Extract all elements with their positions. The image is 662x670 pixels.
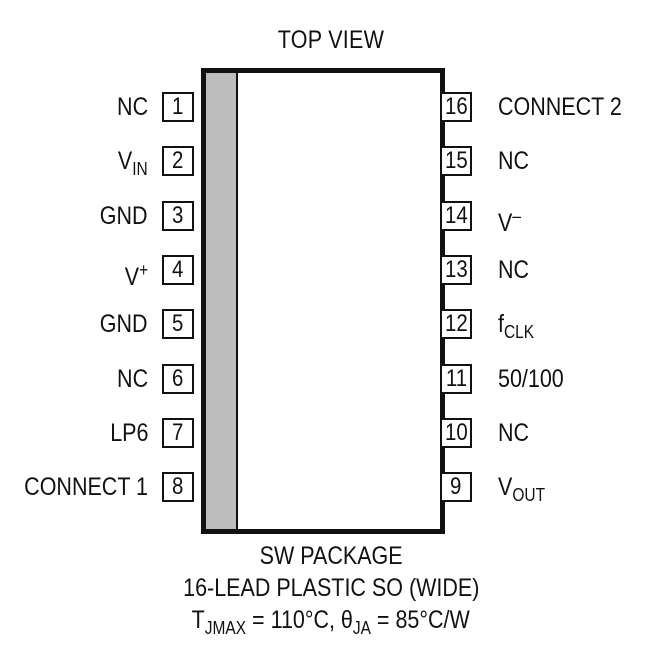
left-pin-box: 5	[162, 309, 194, 339]
right-pin-label: NC	[498, 255, 529, 285]
pin-label-text: V	[118, 147, 133, 175]
left-pin-box: 6	[162, 364, 194, 394]
left-pin-box: 3	[162, 201, 194, 231]
pin-label-subscript: IN	[132, 159, 148, 179]
right-pin-box: 13	[440, 255, 472, 285]
pin-number: 1	[172, 93, 184, 120]
pin-label-text: V	[498, 209, 513, 237]
pin-number: 2	[172, 147, 184, 174]
right-pin-label: fCLK	[498, 309, 534, 347]
pin-number: 6	[172, 365, 184, 392]
right-pin-box: 16	[440, 92, 472, 122]
pin-label-text: NC	[498, 147, 530, 175]
right-pin-box: 11	[440, 364, 472, 394]
pin-number: 7	[172, 419, 184, 446]
pin-number: 4	[172, 256, 184, 283]
pin-number: 11	[445, 365, 467, 392]
tjmax-symbol: T	[191, 606, 206, 634]
right-pin-label: NC	[498, 146, 529, 176]
caption-thermal: TJMAX = 110°C, θJA = 85°C/W	[0, 606, 662, 639]
left-pin-label: LP6	[110, 418, 148, 448]
pin-number: 12	[444, 310, 468, 337]
right-pin-box: 10	[440, 418, 472, 448]
pin-label-text: NC	[498, 256, 530, 284]
caption-lead-text: 16-LEAD PLASTIC SO (WIDE)	[182, 574, 480, 602]
pin-label-text: 50/100	[498, 365, 564, 393]
pin-label-text: NC	[116, 93, 148, 121]
pin-number: 3	[172, 202, 184, 229]
pin-label-text: V	[498, 473, 513, 501]
right-pin-box: 9	[440, 472, 472, 502]
pin-label-text: CONNECT 1	[24, 473, 148, 501]
pin-label-superscript: +	[138, 260, 148, 280]
right-pin-label: 50/100	[498, 364, 564, 394]
pin-label-subscript: CLK	[503, 322, 535, 342]
right-pin-label: VOUT	[498, 472, 545, 510]
pin-number: 15	[444, 147, 468, 174]
pin-label-text: NC	[498, 419, 530, 447]
ic-package-body	[201, 68, 445, 534]
right-pin-box: 15	[440, 146, 472, 176]
pin-number: 16	[444, 93, 468, 120]
caption-package-text: SW PACKAGE	[259, 542, 403, 570]
pin-label-text: V	[124, 263, 139, 291]
left-pin-label: NC	[117, 364, 148, 394]
pin-label-text: CONNECT 2	[498, 93, 622, 121]
pin-number: 13	[444, 256, 468, 283]
left-pin-box: 4	[162, 255, 194, 285]
pin-label-text: f	[498, 310, 504, 338]
left-pin-label: V+	[125, 255, 148, 292]
right-pin-label: NC	[498, 418, 529, 448]
pin-label-text: GND	[100, 202, 148, 230]
theta-symbol: θ	[341, 606, 354, 634]
pin1-indicator-stripe	[206, 73, 238, 529]
right-pin-box: 14	[440, 201, 472, 231]
pin-label-text: NC	[116, 365, 148, 393]
left-pin-box: 1	[162, 92, 194, 122]
pin-label-text: LP6	[109, 419, 148, 447]
left-pin-label: VIN	[118, 146, 148, 184]
theta-value: = 85°C/W	[371, 606, 471, 634]
tjmax-subscript: JMAX	[205, 618, 247, 638]
left-pin-label: CONNECT 1	[24, 472, 148, 502]
right-pin-box: 12	[440, 309, 472, 339]
tjmax-value: = 110°C,	[246, 606, 342, 634]
pin-number: 5	[172, 310, 184, 337]
right-pin-label: V–	[498, 201, 521, 238]
pin-number: 10	[444, 419, 468, 446]
left-pin-box: 8	[162, 472, 194, 502]
pin-number: 9	[450, 473, 462, 500]
left-pin-label: NC	[117, 92, 148, 122]
left-pin-label: GND	[100, 309, 148, 339]
pin-number: 8	[172, 473, 184, 500]
theta-subscript: JA	[353, 618, 372, 638]
caption-package: SW PACKAGE	[0, 542, 662, 571]
left-pin-label: GND	[100, 201, 148, 231]
pin-number: 14	[444, 202, 468, 229]
pin-label-text: GND	[100, 310, 148, 338]
left-pin-box: 7	[162, 418, 194, 448]
caption-lead-description: 16-LEAD PLASTIC SO (WIDE)	[0, 574, 662, 603]
right-pin-label: CONNECT 2	[498, 92, 622, 122]
pin-label-subscript: OUT	[512, 485, 546, 505]
pin-label-superscript: –	[512, 206, 521, 226]
left-pin-box: 2	[162, 146, 194, 176]
diagram-title: TOP VIEW	[277, 26, 385, 54]
